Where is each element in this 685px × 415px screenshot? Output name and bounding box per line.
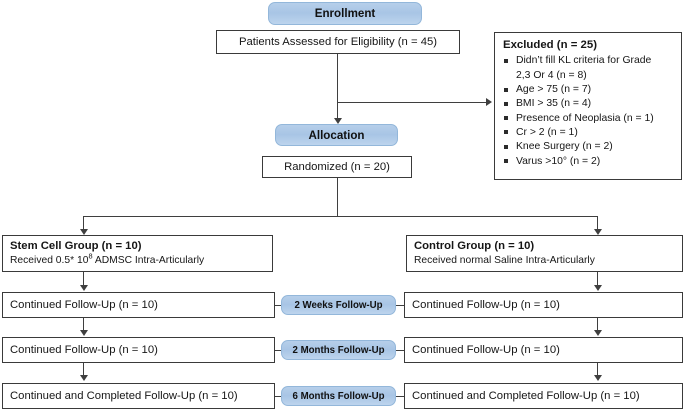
stage-pill-enrollment: Enrollment [268,2,422,25]
excluded-reason-text: Presence of Neoplasia (n = 1) [516,112,654,124]
connector-trunk-to-allocation [337,102,339,121]
list-item: Didn’t fill KL criteria for Grade [502,54,675,68]
box-followup-left-1: Continued Follow-Up (n = 10) [2,337,275,363]
stage-pill-followup-2: 6 Months Follow-Up [281,386,396,406]
list-item: Varus >10° (n = 2) [502,155,675,169]
list-item-continuation: 2,3 Or 4 (n = 8) [502,69,675,83]
box-randomized: Randomized (n = 20) [262,156,412,178]
connector-left-to-pill-0 [275,304,281,306]
stem-cell-detail-prefix: Received 0.5* 10 [10,255,89,267]
connector-pill-to-right-0 [396,304,404,306]
excluded-reason-text: Age > 75 (n = 7) [516,83,592,95]
excluded-reason-text: Didn’t fill KL criteria for Grade [516,55,652,67]
stem-cell-detail-suffix: ADMSC Intra-Articularly [92,255,205,267]
followup-right-label-1: Continued Follow-Up (n = 10) [412,343,560,356]
connector-left-to-pill-2 [275,395,281,397]
connector-to-excluded [337,102,487,104]
connector-left-row1-to-row2 [83,363,85,377]
connector-right-row1-to-row2 [597,363,599,377]
excluded-reason-text: Varus >10° (n = 2) [516,155,601,167]
box-followup-left-0: Continued Follow-Up (n = 10) [2,292,275,318]
excluded-reason-text: Knee Surgery (n = 2) [516,141,613,153]
arrow-to-allocation [333,118,342,124]
list-item: Presence of Neoplasia (n = 1) [502,112,675,126]
bullet-icon [504,144,508,149]
connector-split-right-leg [597,216,599,232]
list-item: BMI > 35 (n = 4) [502,97,675,111]
list-item: Age > 75 (n = 7) [502,83,675,97]
connector-left-to-pill-1 [275,349,281,351]
box-followup-right-1: Continued Follow-Up (n = 10) [404,337,683,363]
bullet-icon [504,116,508,121]
box-randomized-label: Randomized (n = 20) [284,160,390,173]
excluded-reason-text: Cr > 2 (n = 1) [516,126,578,138]
bullet-icon [504,130,508,135]
connector-stem-to-row1 [83,272,85,287]
arrow-left-row1-to-row2 [79,375,88,381]
arrow-control-to-row1 [593,285,602,291]
connector-enrollment-trunk [337,54,339,103]
connector-split-horizontal [83,216,598,218]
stage-pill-followup-1: 2 Months Follow-Up [281,340,396,360]
bullet-icon [504,58,508,63]
box-patients-assessed: Patients Assessed for Eligibility (n = 4… [216,30,460,54]
bullet-icon [504,87,508,92]
stage-pill-allocation: Allocation [275,124,398,146]
connector-split-left-leg [83,216,85,232]
arrow-to-excluded [486,98,492,106]
box-patients-assessed-label: Patients Assessed for Eligibility (n = 4… [238,35,438,48]
bullet-icon [504,159,508,164]
connector-right-row0-to-row1 [597,318,599,332]
list-item: Knee Surgery (n = 2) [502,140,675,154]
box-control-group: Control Group (n = 10) Received normal S… [406,235,683,272]
control-group-detail: Received normal Saline Intra-Articularly [414,255,595,267]
connector-control-to-row1 [597,272,599,287]
bullet-icon [504,101,508,106]
followup-left-label-2: Continued and Completed Follow-Up (n = 1… [10,389,238,402]
stem-cell-group-detail: Received 0.5* 108 ADMSC Intra-Articularl… [10,251,265,267]
followup-left-label-0: Continued Follow-Up (n = 10) [10,298,158,311]
excluded-header: Excluded (n = 25) [503,39,598,51]
connector-left-row0-to-row1 [83,318,85,332]
arrow-stem-to-row1 [79,285,88,291]
arrow-right-row1-to-row2 [593,375,602,381]
connector-pill-to-right-1 [396,349,404,351]
arrow-left-row0-to-row1 [79,330,88,336]
excluded-reason-text: BMI > 35 (n = 4) [516,98,592,110]
control-group-title: Control Group (n = 10) [414,240,535,253]
arrow-to-stem-cell-group [79,229,88,235]
connector-randomized-down [337,178,339,216]
box-excluded: Excluded (n = 25) Didn’t fill KL criteri… [494,32,682,180]
stage-pill-followup-0: 2 Weeks Follow-Up [281,295,396,315]
followup-right-label-2: Continued and Completed Follow-Up (n = 1… [412,389,640,402]
stem-cell-detail-exponent: 8 [88,251,93,261]
followup-left-label-1: Continued Follow-Up (n = 10) [10,343,158,356]
list-item: Cr > 2 (n = 1) [502,126,675,140]
arrow-to-control-group [593,229,602,235]
excluded-reason-list: Didn’t fill KL criteria for Grade 2,3 Or… [502,54,675,168]
arrow-right-row0-to-row1 [593,330,602,336]
excluded-reason-text: 2,3 Or 4 (n = 8) [516,69,587,81]
followup-right-label-0: Continued Follow-Up (n = 10) [412,298,560,311]
stem-cell-group-title: Stem Cell Group (n = 10) [10,240,142,253]
box-followup-right-0: Continued Follow-Up (n = 10) [404,292,683,318]
box-followup-left-2: Continued and Completed Follow-Up (n = 1… [2,383,275,409]
connector-pill-to-right-2 [396,395,404,397]
box-followup-right-2: Continued and Completed Follow-Up (n = 1… [404,383,683,409]
box-stem-cell-group: Stem Cell Group (n = 10) Received 0.5* 1… [2,235,273,272]
